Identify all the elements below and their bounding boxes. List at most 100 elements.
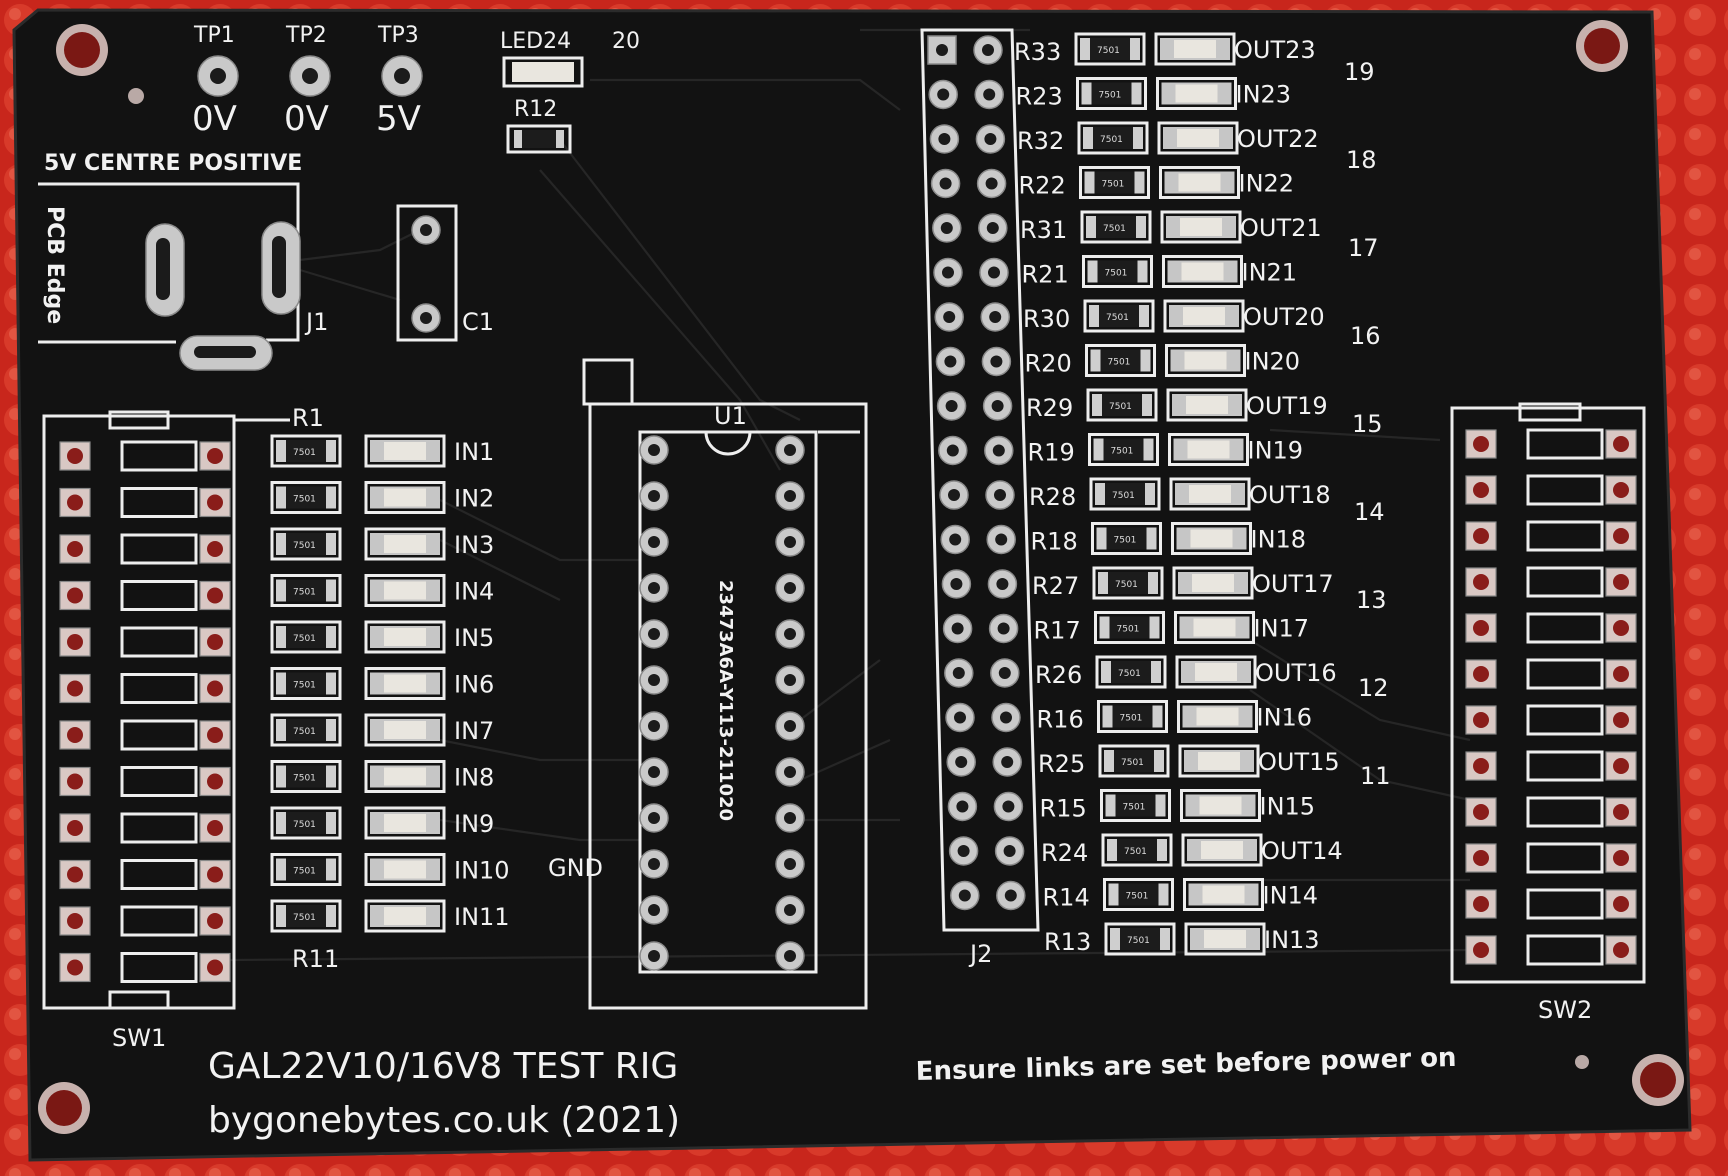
svg-text:7501: 7501: [1099, 91, 1122, 101]
right-resistor: 7501: [1085, 344, 1156, 377]
test-point-value: 0V: [284, 99, 329, 139]
switch-lever: [120, 440, 198, 472]
svg-text:7501: 7501: [293, 634, 316, 644]
switch-lever: [1526, 934, 1604, 966]
switch-lever: [120, 487, 198, 518]
j2-label: J2: [968, 940, 992, 968]
switch-pad: [199, 487, 231, 518]
output-led: [1162, 255, 1243, 288]
output-led: [1159, 166, 1240, 199]
resistor-label: R20: [1025, 350, 1072, 378]
resistor-label: R1: [292, 404, 324, 432]
switch-lever: [120, 673, 198, 704]
output-led: [1165, 344, 1246, 377]
output-led-label: IN20: [1245, 348, 1301, 376]
output-led-label: OUT16: [1255, 659, 1337, 687]
right-resistor: 7501: [1097, 700, 1168, 733]
svg-text:7501: 7501: [293, 913, 316, 923]
switch-lever: [120, 905, 198, 937]
svg-text:7501: 7501: [1117, 625, 1140, 635]
right-resistor: 7501: [1092, 566, 1164, 600]
output-led: [1156, 77, 1237, 110]
resistor-label: R15: [1040, 795, 1087, 823]
svg-text:7501: 7501: [1108, 358, 1131, 368]
right-resistor: 7501: [1082, 255, 1153, 288]
output-led-label: IN15: [1260, 793, 1316, 821]
output-led: [1157, 121, 1239, 155]
svg-text:7501: 7501: [293, 541, 316, 551]
switch-lever: [120, 812, 198, 844]
output-led-label: OUT15: [1258, 748, 1340, 776]
svg-text:7501: 7501: [1102, 180, 1125, 190]
output-led: [1163, 299, 1245, 333]
right-resistor: 7501: [1101, 833, 1173, 867]
svg-text:7501: 7501: [1121, 758, 1144, 768]
resistor-label: R17: [1034, 617, 1081, 645]
resistor-label: R33: [1014, 38, 1061, 66]
power-label: 5V CENTRE POSITIVE: [44, 151, 302, 176]
svg-text:7501: 7501: [1097, 46, 1120, 56]
input-led-label: IN9: [454, 810, 494, 838]
output-led: [1181, 833, 1263, 867]
pin-number: 12: [1358, 674, 1389, 702]
svg-text:7501: 7501: [293, 727, 316, 737]
input-led: [364, 574, 446, 607]
output-led-label: OUT23: [1234, 36, 1316, 64]
input-led-label: IN8: [454, 764, 494, 792]
output-led: [1154, 32, 1236, 66]
input-led-label: IN3: [454, 531, 494, 559]
right-resistor: 7501: [1094, 611, 1165, 644]
resistor-label: R28: [1029, 483, 1076, 511]
output-led-label: IN22: [1239, 170, 1295, 198]
input-led: [364, 806, 446, 840]
switch-pad: [199, 813, 231, 843]
switch-lever: [1526, 658, 1604, 690]
output-led: [1184, 922, 1266, 956]
right-resistor: 7501: [1076, 77, 1147, 110]
input-led: [364, 620, 446, 654]
input-led: [364, 434, 446, 468]
right-resistor: 7501: [1089, 477, 1161, 511]
output-led-label: OUT17: [1252, 570, 1334, 598]
output-led-label: IN23: [1236, 81, 1292, 109]
output-led-label: IN16: [1257, 704, 1313, 732]
resistor-label: R29: [1026, 394, 1073, 422]
j1-label: J1: [304, 308, 328, 336]
output-led-label: OUT20: [1243, 303, 1325, 331]
test-point-value: 5V: [376, 99, 421, 139]
r12-label: R12: [514, 97, 557, 122]
svg-text:7501: 7501: [1106, 313, 1129, 323]
left-resistor: 7501: [270, 667, 342, 700]
svg-text:7501: 7501: [293, 820, 316, 830]
switch-lever: [120, 766, 198, 797]
switch-lever: [1526, 796, 1604, 828]
input-led-label: IN4: [454, 578, 494, 606]
input-led: [364, 760, 446, 793]
pin-number: 11: [1360, 762, 1391, 790]
input-led-label: IN1: [454, 438, 494, 466]
input-led-label: IN7: [454, 717, 494, 745]
input-led-label: IN11: [454, 903, 510, 931]
svg-text:7501: 7501: [293, 681, 316, 691]
svg-text:7501: 7501: [1112, 491, 1135, 501]
switch-lever: [1526, 888, 1604, 920]
left-resistor: 7501: [270, 574, 342, 607]
mounting-holes: [38, 20, 1684, 1134]
output-led: [1178, 744, 1260, 778]
pin-number: 13: [1356, 586, 1387, 614]
right-resistor: 7501: [1077, 121, 1149, 155]
input-led: [364, 527, 446, 561]
svg-text:7501: 7501: [1127, 936, 1150, 946]
resistor-label: R30: [1023, 305, 1070, 333]
led24-r12: LED24 20 R12: [500, 29, 640, 154]
output-led-label: IN17: [1254, 615, 1310, 643]
test-point-value: 0V: [192, 99, 237, 139]
switch-lever: [1526, 612, 1604, 644]
resistor-label: R21: [1022, 261, 1069, 289]
svg-text:7501: 7501: [1126, 892, 1149, 902]
input-led-label: IN6: [454, 671, 494, 699]
output-led: [1171, 522, 1252, 555]
